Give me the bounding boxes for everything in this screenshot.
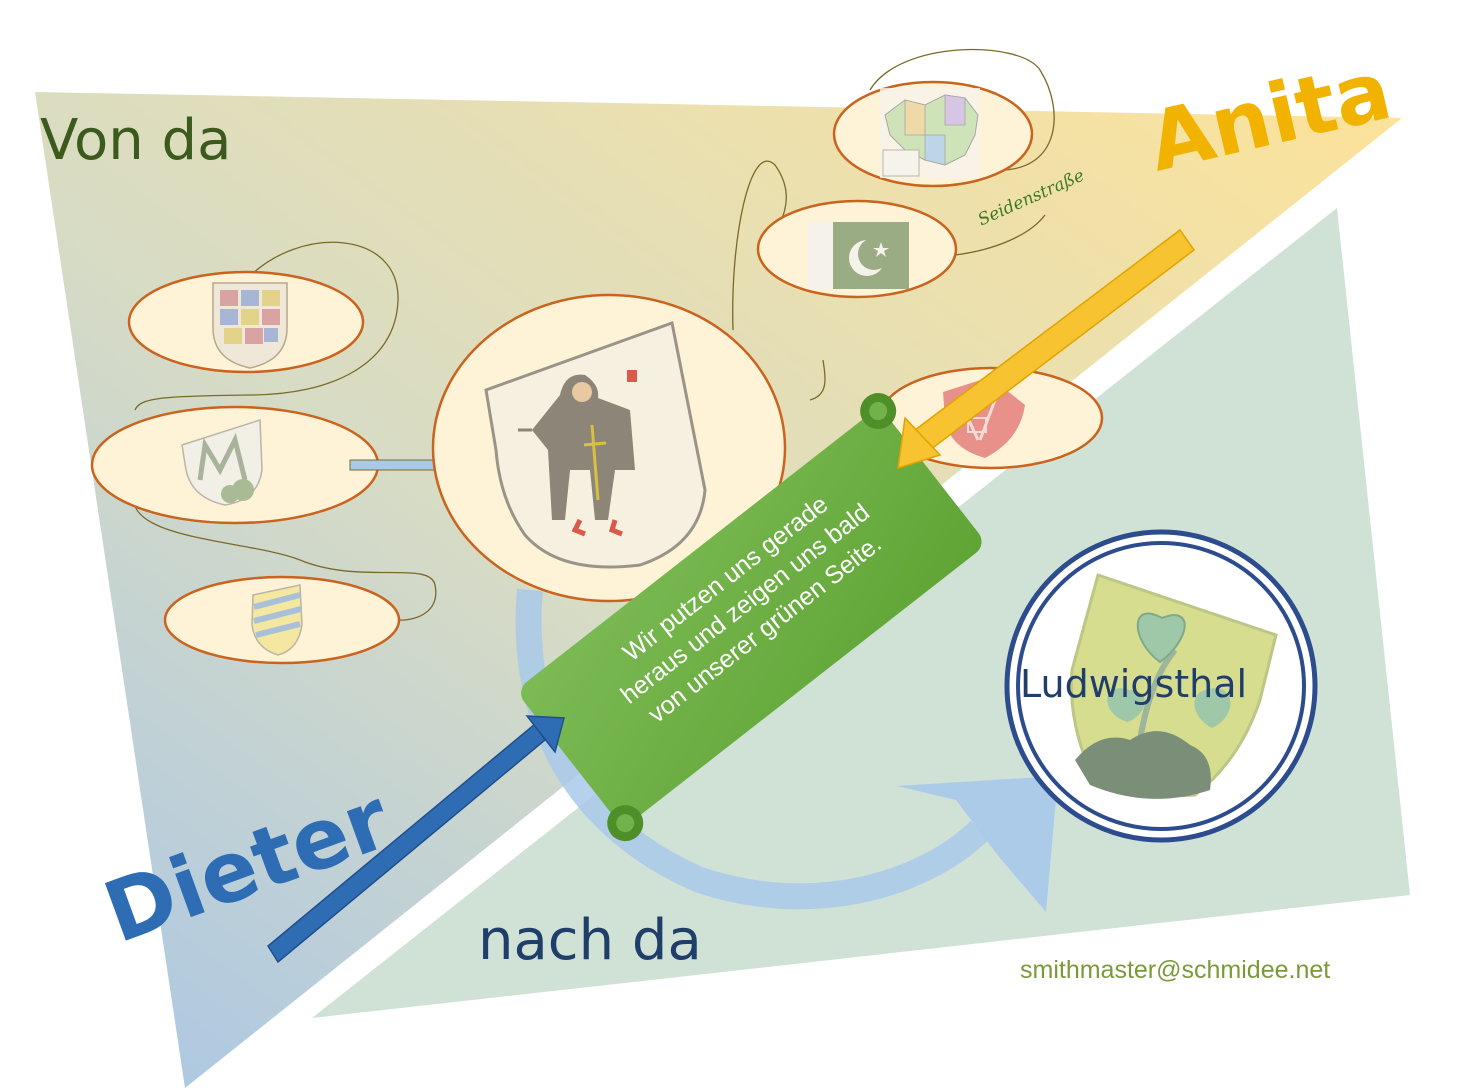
munich-child-coat-of-arms-icon (484, 320, 707, 569)
bubble-top-left (127, 270, 365, 374)
coat-of-arms-icon (212, 282, 288, 369)
bubble-center (431, 293, 787, 603)
coat-of-arms-icon (1069, 573, 1278, 799)
label-nach-da: nach da (478, 908, 702, 973)
label-von-da: Von da (40, 108, 232, 173)
coat-of-arms-icon (251, 584, 303, 656)
flag-of-pakistan-icon (808, 222, 909, 289)
scroll-icon (521, 393, 982, 842)
arrow-from-anita (897, 228, 1196, 470)
coat-of-arms-icon (181, 418, 263, 506)
bubble-middle-left (90, 405, 380, 525)
email-address: smithmaster@schmidee.net (1020, 956, 1331, 984)
bubble-pakistan (756, 199, 958, 299)
bubble-bottom-left (163, 575, 401, 665)
arrow-from-dieter (267, 715, 565, 964)
label-ludwigsthal: Ludwigsthal (1020, 662, 1248, 706)
ludwigsthal-seal (1004, 529, 1318, 843)
connector-lines (133, 48, 1055, 621)
china-map-icon (880, 88, 980, 178)
bubble-china (832, 80, 1034, 188)
